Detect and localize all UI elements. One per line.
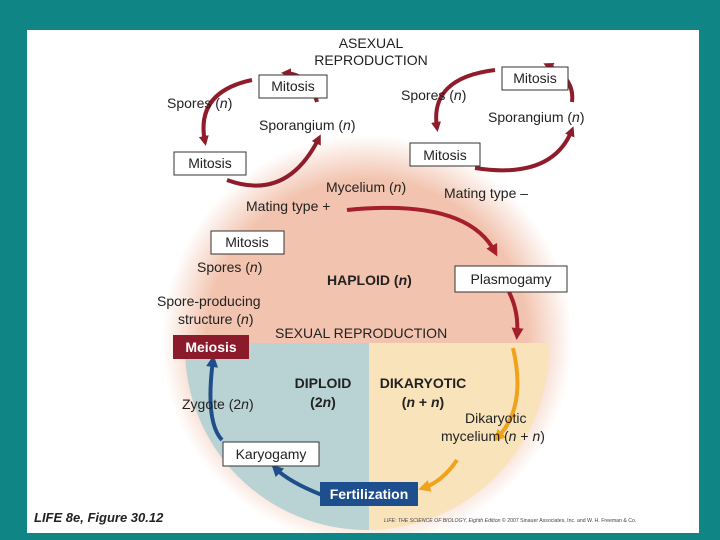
right-mitosis-bottom: Mitosis: [423, 147, 467, 163]
fungal-life-cycle-diagram: ASEXUAL REPRODUCTION Mitosis Spores (n) …: [34, 35, 636, 533]
left-mitosis-box: [173, 151, 247, 176]
plasmogamy-box: [454, 265, 568, 293]
sexual-mitosis: Mitosis: [225, 234, 269, 250]
slide: ASEXUAL REPRODUCTION Mitosis Spores (n) …: [27, 30, 699, 533]
meiosis-label: Meiosis: [185, 339, 237, 355]
title-reproduction: REPRODUCTION: [314, 52, 428, 68]
meiosis-box: [173, 335, 249, 359]
plasmogamy-label: Plasmogamy: [471, 271, 552, 287]
left-mitosis-top-box: [258, 74, 328, 99]
sexual-mitosis-box: [210, 230, 285, 255]
spore-producing-line2: structure (n): [178, 311, 253, 327]
dikaryotic-arrow-2: [418, 458, 459, 492]
left-mitosis-left: Mitosis: [188, 155, 232, 171]
right-mitosis-top-box: [501, 66, 569, 91]
mating-type-minus: Mating type –: [444, 185, 528, 201]
haploid-label: HAPLOID (n): [327, 272, 412, 288]
zygote-label: Zygote (2n): [182, 396, 254, 412]
karyogamy-label: Karyogamy: [236, 446, 307, 462]
sexual-spores-label: Spores (n): [197, 259, 262, 275]
mating-arrow: [346, 205, 498, 257]
mycelium-label: Mycelium (n): [326, 179, 406, 195]
right-cycle-arrow-2: [474, 126, 575, 173]
diploid-label: DIPLOID: [295, 375, 352, 391]
figure-label: LIFE 8e, Figure 30.12: [34, 510, 164, 525]
left-sporangium-label: Sporangium (n): [259, 117, 356, 133]
left-spores-label: Spores (n): [167, 95, 232, 111]
title-asexual: ASEXUAL: [339, 35, 404, 51]
plasmogamy-arrow: [507, 291, 524, 340]
dikaryotic-arrow-1: [493, 347, 520, 442]
left-mitosis-top: Mitosis: [271, 78, 315, 94]
right-spores-label: Spores (n): [401, 87, 466, 103]
zygote-arrow: [206, 355, 224, 442]
spore-producing-line1: Spore-producing: [157, 293, 261, 309]
fertilization-box: [320, 482, 418, 506]
right-mitosis-bottom-box: [409, 142, 481, 167]
fertilization-label: Fertilization: [330, 486, 409, 502]
dikaryotic-mycelium-line1: Dikaryotic: [465, 410, 526, 426]
credit-line: LIFE: THE SCIENCE OF BIOLOGY, Eighth Edi…: [384, 517, 636, 524]
right-cycle-arrow-1: [431, 68, 496, 132]
diploid-ploidy: (2n): [310, 394, 336, 410]
karyogamy-box: [222, 441, 320, 467]
mating-type-plus: Mating type +: [246, 198, 330, 214]
left-cycle-arrow-2: [226, 134, 321, 188]
dikaryotic-ploidy: (n + n): [402, 394, 444, 410]
right-sporangium-label: Sporangium (n): [488, 109, 585, 125]
right-mitosis-top: Mitosis: [513, 70, 557, 86]
dikaryotic-mycelium-line2: mycelium (n + n): [441, 428, 545, 444]
left-cycle-arrow-1: [198, 78, 253, 146]
fertilization-arrow: [271, 464, 323, 497]
dikaryotic-label: DIKARYOTIC: [380, 375, 467, 391]
sexual-reproduction-label: SEXUAL REPRODUCTION: [275, 325, 447, 341]
